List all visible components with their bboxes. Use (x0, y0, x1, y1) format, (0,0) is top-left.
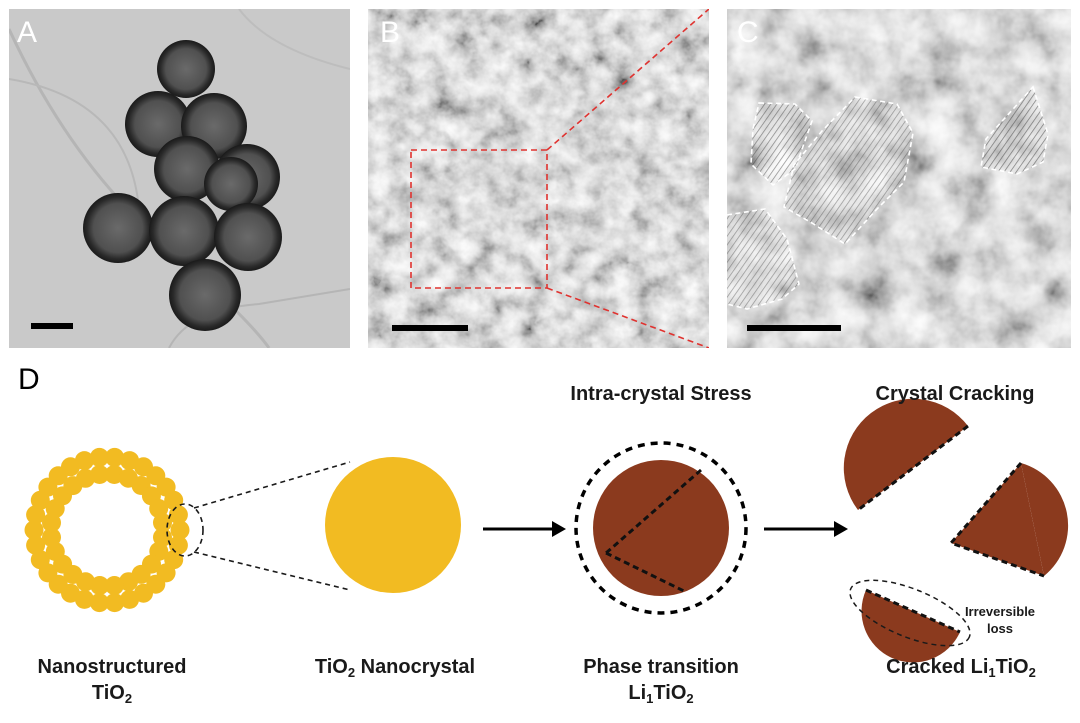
panel-label-c: C (737, 18, 759, 48)
nanoparticle (120, 451, 139, 470)
nanoparticle (153, 513, 172, 532)
nanoparticle (149, 499, 168, 518)
caption-cracked-li1tio2: Cracked Li1TiO2 (856, 654, 1066, 680)
nanoparticle (26, 505, 45, 524)
caption-phase-transition: Phase transition Li1TiO2 (561, 654, 761, 706)
nanoparticle (42, 528, 61, 547)
nanoparticle (53, 486, 72, 505)
nanoparticle (157, 563, 176, 582)
nanoparticle (146, 466, 165, 485)
arrow-1 (483, 521, 566, 537)
nanoparticle (90, 465, 109, 484)
nanoparticle (61, 457, 80, 476)
nanoparticle (76, 572, 95, 591)
nanoparticle (46, 542, 65, 561)
nanoparticle (90, 576, 109, 595)
nanoparticle (53, 555, 72, 574)
lithiated-crystal (593, 460, 729, 596)
nanoparticle (90, 593, 109, 612)
nanoparticle (42, 513, 61, 532)
nanoparticle (38, 478, 57, 497)
magnification-indicator (167, 462, 350, 590)
nanoparticle (149, 542, 168, 561)
nanoparticle (38, 563, 57, 582)
nanoparticle (105, 576, 124, 595)
nanoparticle (142, 486, 161, 505)
nanoparticle (146, 575, 165, 594)
nanoparticle (75, 451, 94, 470)
nanoparticle (90, 448, 109, 467)
nanoparticle (169, 505, 188, 524)
nanoparticle (134, 584, 153, 603)
scale-bar (747, 325, 841, 331)
cracked-fragment-small (862, 590, 960, 662)
panel-a-tem-image: A (9, 9, 350, 348)
nanoparticle (169, 536, 188, 555)
nanoparticle (134, 457, 153, 476)
nanoparticle (31, 550, 50, 569)
nanoparticle (105, 448, 124, 467)
panel-label-a: A (17, 18, 37, 48)
stress-lines (606, 470, 701, 592)
nanoparticle (26, 536, 45, 555)
nanoparticle (171, 521, 190, 540)
nanoparticle (75, 590, 94, 609)
nanoparticle (164, 550, 183, 569)
panel-c-lattice-image: C (727, 9, 1071, 348)
nanoparticle (164, 491, 183, 510)
nanoparticle (49, 466, 68, 485)
caption-nanostructured-tio2: Nanostructured TiO2 (12, 654, 212, 706)
heading-crystal-cracking: Crystal Cracking (850, 383, 1060, 406)
nanoparticle (119, 572, 138, 591)
nanoparticle (132, 476, 151, 495)
nanoparticle (46, 499, 65, 518)
nanoparticle (63, 476, 82, 495)
panel-label-b: B (380, 18, 400, 48)
nanoparticle-ring (25, 448, 190, 612)
nanoparticle (25, 521, 44, 540)
tio2-nanocrystal (325, 457, 461, 593)
nanoparticle (31, 491, 50, 510)
nanoparticle (76, 469, 95, 488)
scale-bar (392, 325, 468, 331)
nanoparticle (105, 593, 124, 612)
nanoparticle (142, 555, 161, 574)
nanoparticle (63, 565, 82, 584)
nanoparticle (132, 565, 151, 584)
nanoparticle (49, 575, 68, 594)
panel-label-d: D (18, 365, 40, 395)
cracked-fragment-top (844, 399, 968, 510)
scale-bar (31, 323, 73, 329)
arrow-2 (764, 521, 848, 537)
nanoparticle (120, 590, 139, 609)
cracked-fragment-right (951, 463, 1068, 576)
panel-b-hrtem-image: B (368, 9, 709, 348)
nanoparticle (119, 469, 138, 488)
heading-intra-crystal-stress: Intra-crystal Stress (541, 383, 781, 406)
nanoparticle (157, 478, 176, 497)
caption-tio2-nanocrystal: TiO2 Nanocrystal (290, 654, 500, 680)
nanoparticle (61, 584, 80, 603)
irreversible-loss-note: Irreversible loss (955, 603, 1045, 637)
nanoparticle (105, 465, 124, 484)
expansion-boundary (576, 443, 746, 613)
nanoparticle (153, 528, 172, 547)
